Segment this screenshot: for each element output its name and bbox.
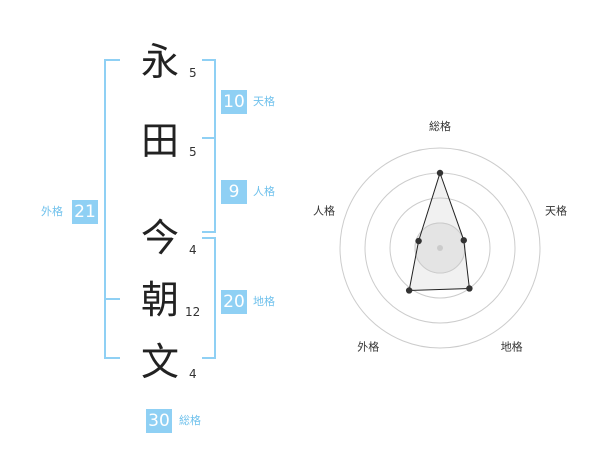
name-char-2: 田 [140, 119, 179, 163]
jinkaku-score: 9 [221, 180, 247, 204]
gaikaku-label: 外格 [41, 205, 63, 218]
stroke-count-1: 5 [189, 66, 197, 80]
tenkaku-label: 天格 [253, 95, 275, 108]
radar-data-polygon [408, 171, 470, 292]
name-char-5: 文 [140, 340, 179, 384]
tenkaku-score: 10 [221, 90, 247, 114]
radar-axis-label-4: 外格 [357, 340, 379, 354]
stroke-count-5: 4 [189, 367, 197, 381]
soukaku-score: 30 [146, 409, 172, 433]
tenkaku-bracket [202, 59, 216, 139]
radar-ring-4 [339, 147, 541, 349]
radar-axis-label-2: 天格 [545, 203, 567, 217]
radar-point-4 [405, 287, 413, 294]
gaikaku-bracket [104, 59, 120, 359]
radar-point-5 [415, 237, 422, 245]
name-breakdown: 永 5 田 5 今 4 朝 12 文 4 10 天格 9 人格 20 地格 21… [0, 0, 290, 470]
gaikaku-bracket-tick [104, 298, 120, 300]
name-char-3: 今 [140, 216, 179, 260]
stroke-count-4: 12 [185, 305, 201, 319]
chikaku-label: 地格 [253, 295, 275, 308]
radar-axis-label-5: 人格 [313, 203, 335, 217]
stroke-count-3: 4 [189, 243, 197, 257]
name-char-4: 朝 [140, 278, 179, 322]
radar-axis-label-3: 地格 [501, 340, 523, 354]
radar-point-2 [460, 237, 467, 244]
name-char-1: 永 [140, 40, 179, 84]
chikaku-score: 20 [221, 290, 247, 314]
jinkaku-bracket [202, 137, 216, 233]
radar-point-3 [466, 285, 473, 292]
gaikaku-score: 21 [72, 200, 98, 224]
jinkaku-label: 人格 [253, 185, 275, 198]
radar-point-1 [436, 169, 444, 177]
radar-ring-2 [389, 197, 491, 299]
radar-center-dot [437, 245, 443, 251]
soukaku-label: 総格 [179, 414, 201, 427]
chikaku-bracket [202, 237, 216, 359]
stroke-count-2: 5 [189, 145, 197, 159]
radar-axis-label-1: 総格 [429, 119, 451, 133]
